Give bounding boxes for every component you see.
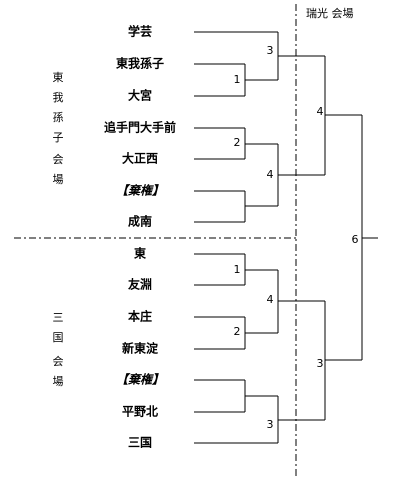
team-name: 新東淀 (122, 341, 159, 356)
bracket-lines-final (361, 115, 378, 360)
match-number: 1 (234, 73, 241, 86)
team-name: 成南 (128, 214, 152, 229)
match-number: 4 (267, 168, 274, 181)
svg-text:子: 子 (53, 131, 64, 144)
match-number: 4 (317, 105, 324, 118)
svg-text:三: 三 (53, 311, 64, 324)
team-name: 友淵 (127, 277, 152, 292)
bracket-lines-bottom (194, 253, 362, 444)
team-name: 東 (134, 246, 146, 261)
match-number: 3 (267, 418, 274, 431)
match-number: 3 (317, 357, 324, 370)
team-name-forfeit: 【棄権】 (116, 373, 164, 387)
venue-label-top-left: 東 我 孫 子 会 場 (53, 71, 64, 186)
svg-text:場: 場 (53, 375, 64, 388)
team-name: 学芸 (128, 24, 152, 39)
venue-label-top-right: 瑞光 会場 (306, 6, 354, 20)
svg-text:東: 東 (53, 71, 64, 84)
match-number-final: 6 (352, 233, 359, 246)
match-number: 2 (234, 325, 241, 338)
svg-text:会: 会 (53, 153, 64, 166)
venue-label-bottom-left: 三 国 会 場 (53, 311, 64, 388)
svg-text:我: 我 (53, 91, 64, 104)
match-number: 2 (234, 136, 241, 149)
svg-text:国: 国 (53, 331, 64, 344)
team-name: 平野北 (122, 404, 158, 419)
team-name: 追手門大手前 (104, 120, 176, 135)
team-name: 本庄 (128, 309, 152, 324)
team-name: 東我孫子 (116, 56, 164, 71)
svg-text:会: 会 (53, 355, 64, 368)
team-name: 大正西 (122, 151, 158, 166)
match-number: 3 (267, 44, 274, 57)
bracket-lines-top (194, 31, 362, 223)
svg-text:場: 場 (53, 173, 64, 186)
svg-text:孫: 孫 (53, 111, 64, 124)
match-number: 1 (234, 263, 241, 276)
team-name: 大宮 (128, 88, 152, 103)
team-name: 三国 (128, 436, 152, 450)
match-number: 4 (267, 293, 274, 306)
team-name-forfeit: 【棄権】 (116, 184, 164, 198)
